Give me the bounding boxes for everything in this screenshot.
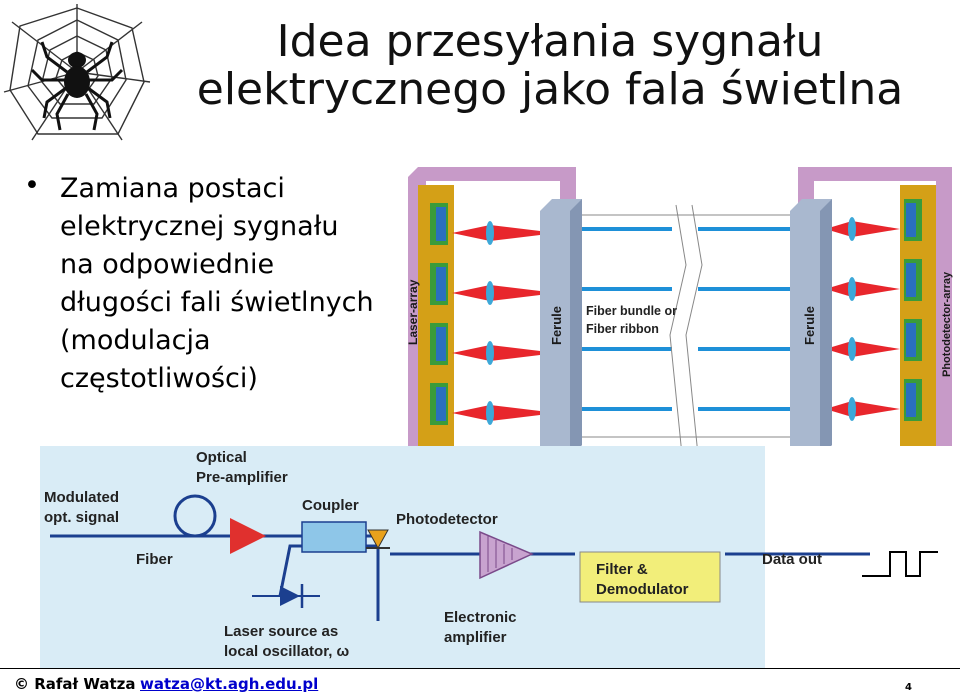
photodetector-array-label: Photodetector-array bbox=[941, 271, 953, 377]
slide-title: Idea przesyłania sygnału elektrycznego j… bbox=[150, 18, 950, 114]
coupler-icon bbox=[301, 521, 367, 553]
amp-label-2: amplifier bbox=[444, 629, 507, 646]
ferule-left-label: Ferule bbox=[549, 306, 564, 345]
filter-label-1: Filter & bbox=[596, 561, 648, 578]
footer-author: © Rafał Watza bbox=[14, 675, 136, 693]
fiber-bundle-label-2: Fiber ribbon bbox=[586, 322, 659, 336]
square-wave-icon bbox=[862, 551, 938, 577]
title-line-2: elektrycznego jako fala świetlna bbox=[196, 64, 904, 115]
detector-chips bbox=[904, 199, 922, 421]
fiber-label: Fiber bbox=[136, 551, 173, 568]
bullet-line: długości fali świetlnych bbox=[60, 287, 374, 318]
bullet-marker: • bbox=[24, 170, 40, 201]
left-beams bbox=[452, 225, 540, 421]
laser-label-2: local oscillator, ω bbox=[224, 643, 350, 660]
bullet-line: Zamiana postaci bbox=[60, 173, 285, 204]
preamp-label-1: Optical bbox=[196, 449, 247, 466]
page-number: 4 bbox=[905, 682, 912, 693]
spider-web-icon bbox=[3, 4, 151, 141]
coupler-label: Coupler bbox=[302, 497, 359, 514]
modulated-label-1: Modulated bbox=[44, 489, 119, 506]
laser-chips bbox=[430, 203, 448, 425]
title-line-1: Idea przesyłania sygnału bbox=[276, 16, 824, 67]
ferule-right-label: Ferule bbox=[802, 306, 817, 345]
fibers bbox=[582, 227, 790, 411]
amp-label-1: Electronic bbox=[444, 609, 517, 626]
bullet-line: elektrycznej sygnału bbox=[60, 211, 339, 242]
preamp-icon bbox=[230, 518, 266, 554]
right-beams bbox=[832, 221, 900, 417]
preamp-label-2: Pre-amplifier bbox=[196, 469, 288, 486]
laser-label-1: Laser source as bbox=[224, 623, 338, 640]
bullet-text: Zamiana postaci elektrycznej sygnału na … bbox=[60, 170, 400, 398]
laser-array-label: Laser-array bbox=[406, 279, 420, 345]
data-out-label: Data out bbox=[762, 551, 822, 568]
bullet-line: częstotliwości) bbox=[60, 363, 258, 394]
filter-label-2: Demodulator bbox=[596, 581, 689, 598]
footer-divider bbox=[0, 668, 960, 669]
coherent-receiver-diagram: Modulated opt. signal Fiber Optical Pre-… bbox=[40, 446, 960, 668]
bullet-line: (modulacja bbox=[60, 325, 211, 356]
photodetector-icon bbox=[367, 529, 389, 550]
fiber-bundle-label-1: Fiber bundle or bbox=[586, 304, 677, 318]
filter-demodulator-box bbox=[579, 551, 721, 603]
footer-email-link[interactable]: watza@kt.agh.edu.pl bbox=[140, 675, 319, 693]
modulated-label-2: opt. signal bbox=[44, 509, 119, 526]
fiber-bundle-diagram: Laser-array Ferule Fiber bundle or Fiber… bbox=[400, 155, 960, 460]
bullet-line: na odpowiednie bbox=[60, 249, 275, 280]
electronic-amplifier-icon bbox=[479, 530, 534, 580]
photodetector-label: Photodetector bbox=[396, 511, 498, 528]
